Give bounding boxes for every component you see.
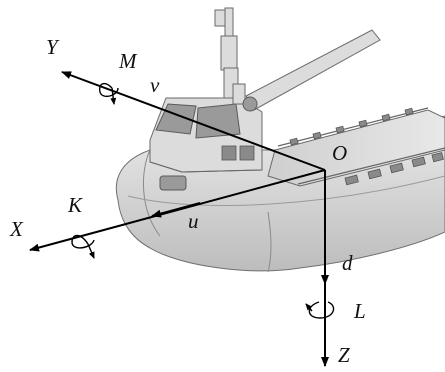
deck-railing: [277, 107, 445, 186]
label-d: d: [342, 251, 353, 275]
label-y: Y: [46, 35, 60, 59]
label-l: L: [353, 299, 366, 323]
moment-l-symbol: [305, 301, 335, 319]
moment-m-symbol: [98, 82, 119, 105]
coordinate-axes: [29, 71, 329, 367]
label-u: u: [188, 209, 199, 233]
label-k: K: [67, 193, 83, 217]
y-axis: [61, 71, 326, 171]
u-velocity-arrow: [151, 202, 201, 218]
moment-k-symbol: [71, 234, 95, 259]
boat-illustration: [115, 7, 445, 273]
wheelhouse: [149, 97, 263, 191]
labels: Y M v O K u X d L Z: [9, 35, 366, 367]
label-x: X: [9, 217, 24, 241]
label-z: Z: [338, 343, 350, 367]
crane-boom: [242, 29, 381, 112]
label-v: v: [150, 73, 160, 97]
deck: [267, 109, 445, 187]
mast: [214, 7, 246, 105]
label-o: O: [332, 141, 347, 165]
label-m: M: [118, 49, 138, 73]
